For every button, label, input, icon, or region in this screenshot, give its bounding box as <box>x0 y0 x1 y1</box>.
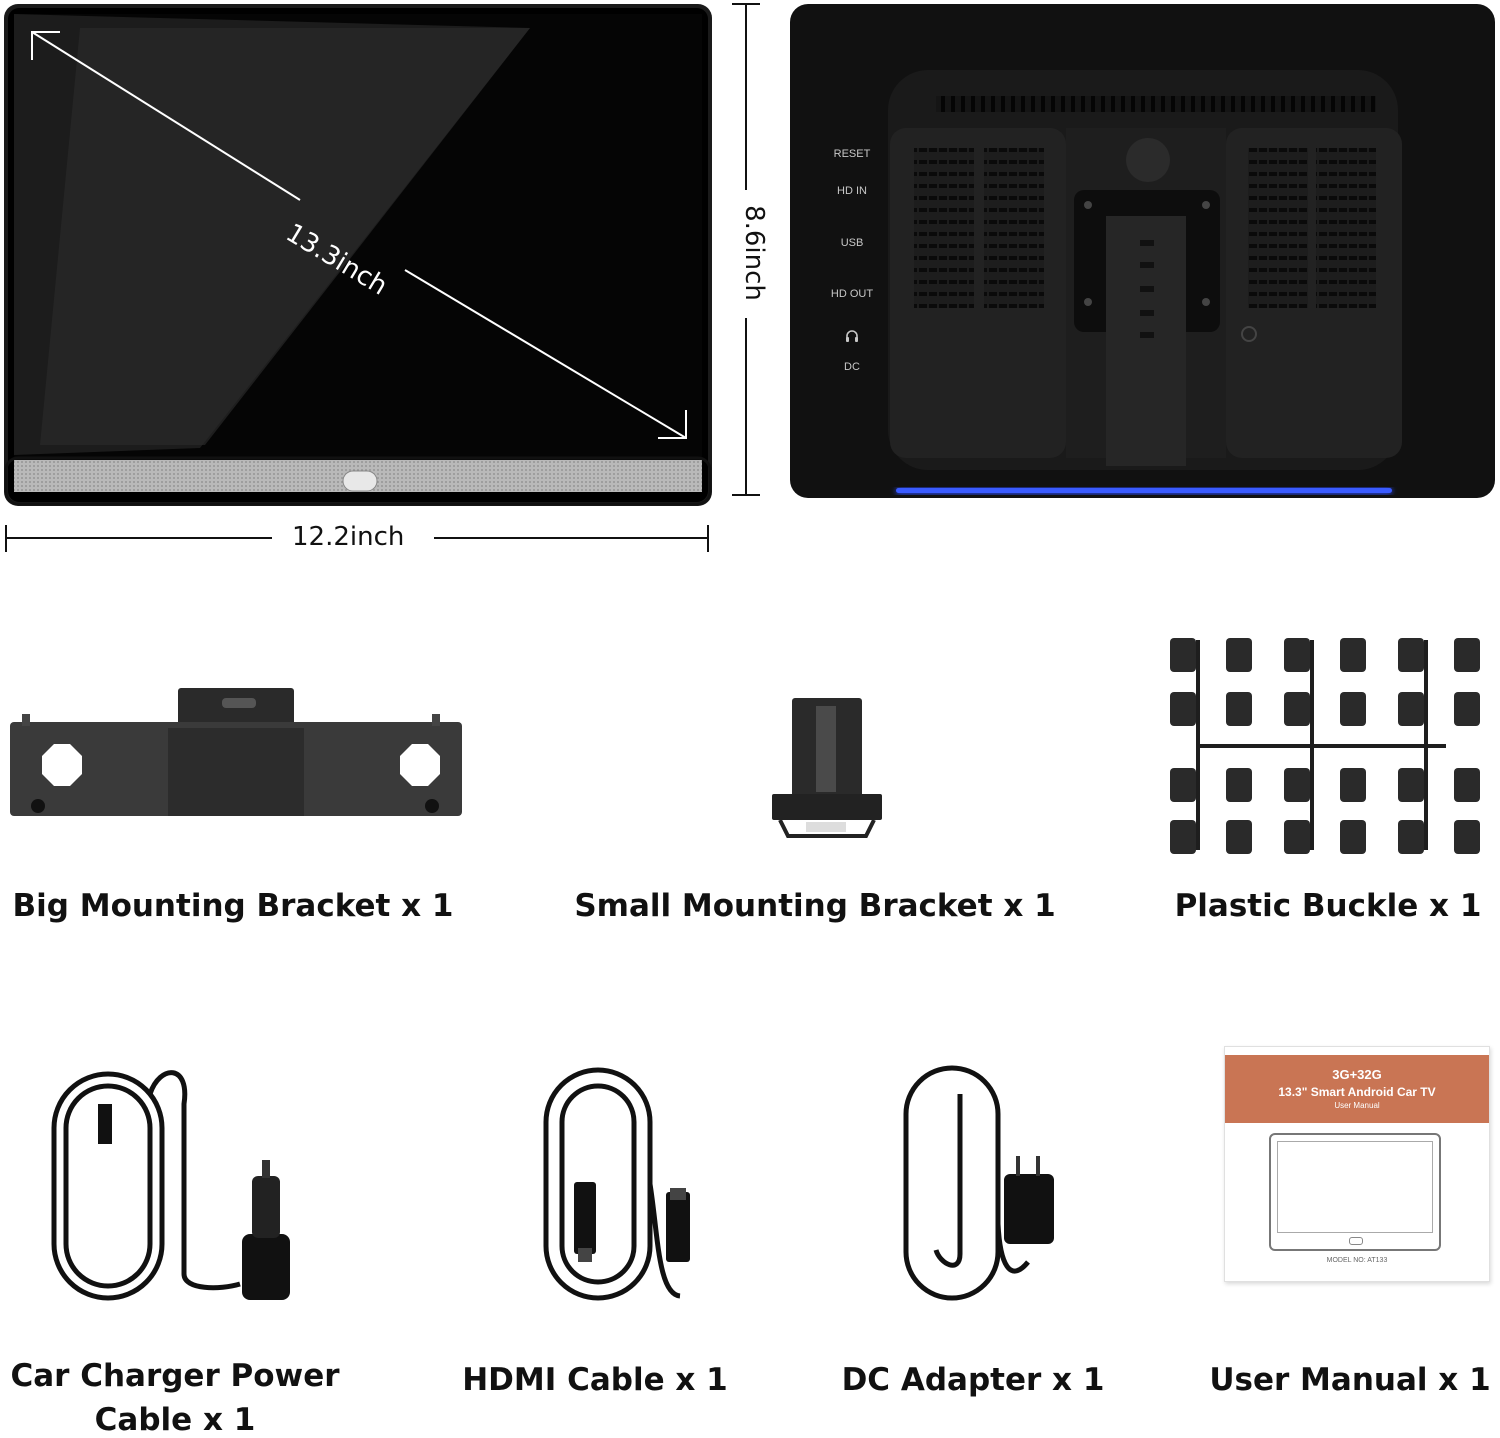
manual-cover-banner <box>1225 1055 1489 1123</box>
car-charger-power-cable-label-line1: Car Charger Power <box>10 1358 340 1394</box>
port-label-hd-out: HD OUT <box>830 288 874 300</box>
manual-cover-caption: User Manual <box>1334 1101 1380 1110</box>
dc-adapter-image <box>900 1064 1060 1304</box>
headphone-icon <box>844 328 860 344</box>
manual-cover-model: MODEL NO: AT133 <box>1326 1257 1388 1264</box>
user-manual-image: 3G+32G 13.3" Smart Android Car TV User M… <box>1224 1046 1490 1282</box>
port-label-reset: RESET <box>833 148 871 160</box>
plastic-buckle-label: Plastic Buckle x 1 <box>1174 888 1482 924</box>
manual-cover-monitor-drawing <box>1269 1133 1441 1251</box>
width-size-label: 12.2inch <box>292 522 405 552</box>
monitor-back: RESET HD IN USB HD OUT DC <box>788 0 1500 520</box>
dc-adapter-label: DC Adapter x 1 <box>841 1362 1105 1398</box>
small-mounting-bracket-label: Small Mounting Bracket x 1 <box>574 888 1056 924</box>
hdmi-cable-image <box>540 1064 700 1304</box>
height-size-label: 8.6inch <box>739 205 769 301</box>
big-mounting-bracket-image <box>8 684 464 824</box>
car-charger-power-cable-label-line2: Cable x 1 <box>94 1402 256 1438</box>
plastic-buckle-image <box>1166 632 1484 862</box>
port-label-usb: USB <box>840 237 864 249</box>
big-mounting-bracket-label: Big Mounting Bracket x 1 <box>12 888 454 924</box>
small-mounting-bracket-image <box>766 694 886 844</box>
port-label-dc: DC <box>844 361 860 373</box>
monitor-front: 13.3inch 8.6inch 12.2inch <box>0 0 780 560</box>
user-manual-label: User Manual x 1 <box>1209 1362 1491 1398</box>
monitor-back-illustration <box>790 4 1495 498</box>
monitor-front-illustration <box>4 3 760 552</box>
port-label-hd-in: HD IN <box>837 185 867 197</box>
car-charger-power-cable-image <box>50 1064 300 1304</box>
manual-cover-subtitle: 13.3" Smart Android Car TV <box>1278 1085 1436 1099</box>
hdmi-cable-label: HDMI Cable x 1 <box>462 1362 728 1398</box>
manual-cover-title: 3G+32G <box>1332 1067 1382 1082</box>
